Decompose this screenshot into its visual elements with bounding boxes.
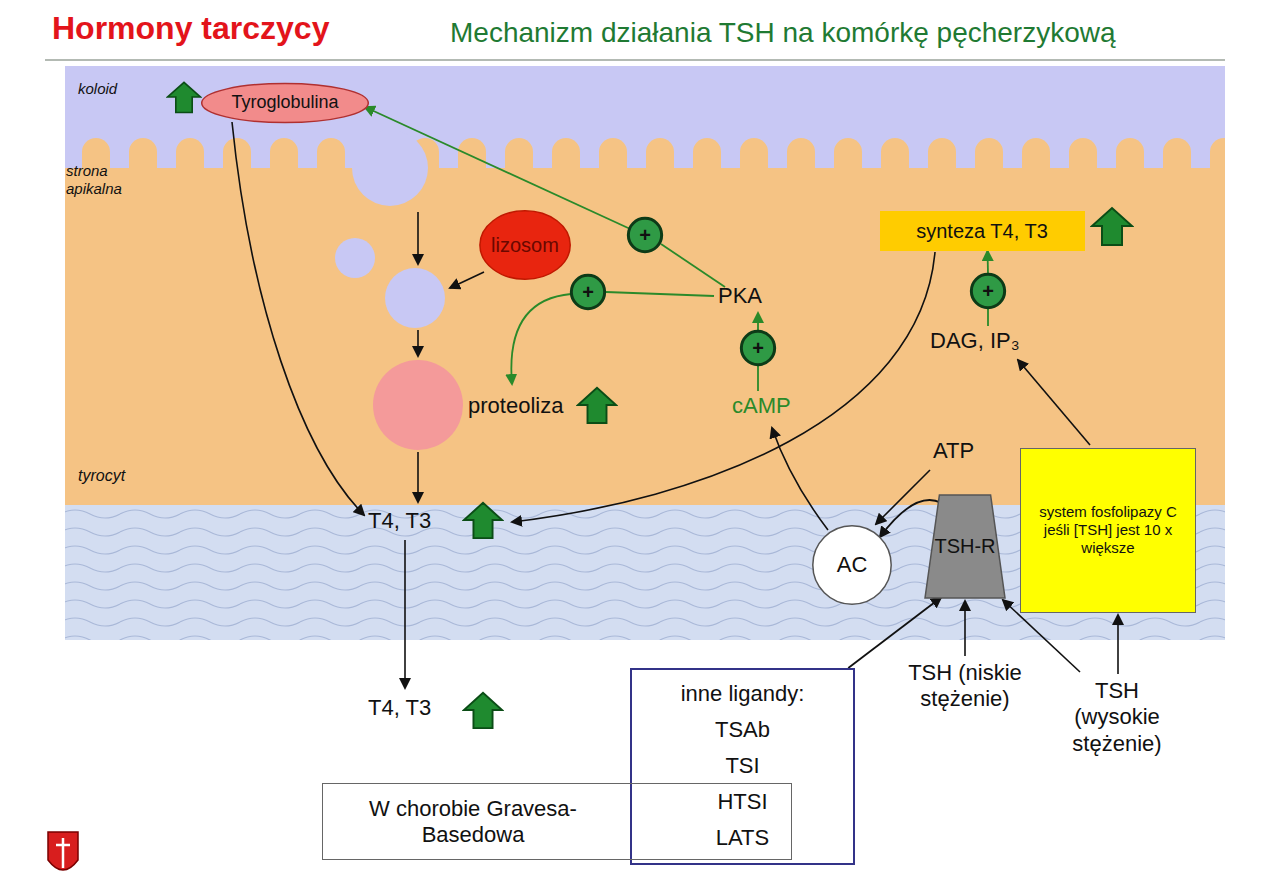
arrow bbox=[417, 330, 419, 356]
node-text: system fosfolipazy C jeśli [TSH] jest 10… bbox=[1028, 503, 1188, 557]
node-text: TSH-R bbox=[934, 534, 995, 558]
arrow bbox=[772, 428, 828, 530]
increase-arrow bbox=[578, 388, 616, 423]
pathway-line bbox=[606, 292, 714, 296]
arrow bbox=[232, 122, 364, 515]
colloid bbox=[65, 66, 1225, 176]
molecule-label: cAMP bbox=[732, 393, 791, 419]
arrow bbox=[1018, 360, 1090, 445]
region-label: tyrocyt bbox=[78, 466, 125, 485]
subtitle: Mechanizm działania TSH na komórkę pęche… bbox=[450, 16, 1116, 50]
arrow bbox=[417, 452, 419, 502]
node-text: + bbox=[982, 279, 994, 303]
receptor-shape: TSH-R bbox=[925, 495, 1005, 598]
increase-arrow bbox=[1092, 208, 1132, 245]
hormone-label: T4, T3 bbox=[368, 508, 431, 534]
connector bbox=[987, 251, 989, 274]
molecule-label: ATP bbox=[933, 438, 974, 464]
node-text: AC bbox=[837, 552, 868, 578]
endocytic-vesicle bbox=[352, 130, 428, 206]
vesicle bbox=[335, 238, 375, 278]
node-text: synteza T4, T3 bbox=[916, 219, 1048, 243]
pathway-arrow bbox=[511, 294, 571, 384]
phagolysosome bbox=[373, 360, 463, 450]
logo bbox=[48, 832, 78, 870]
pathway-arrow bbox=[757, 313, 759, 331]
enzyme-circle: AC bbox=[812, 525, 892, 605]
node-text: inne ligandy: bbox=[681, 676, 805, 712]
stimulation-circle: + bbox=[971, 274, 1005, 308]
node-text: LATS bbox=[716, 820, 769, 856]
increase-arrow bbox=[464, 693, 502, 728]
hormone-label: T4, T3 bbox=[368, 695, 431, 721]
connector bbox=[880, 500, 941, 537]
ligand-box: inne ligandy:TSAbTSIHTSILATS bbox=[630, 668, 855, 865]
connector bbox=[365, 107, 629, 228]
title-rule bbox=[45, 59, 1225, 61]
protein-ellipse: Tyroglobulina bbox=[200, 83, 370, 123]
pathway-line bbox=[987, 309, 989, 326]
arrow bbox=[512, 252, 935, 522]
pathway-line bbox=[661, 244, 725, 287]
pathway-box: system fosfolipazy C jeśli [TSH] jest 10… bbox=[1020, 448, 1196, 613]
arrow bbox=[876, 470, 930, 524]
node-text: lizosom bbox=[491, 233, 559, 257]
node-text: TSAb bbox=[715, 712, 770, 748]
ligand-label: TSH (niskie stężenie) bbox=[905, 660, 1025, 713]
arrow bbox=[450, 272, 484, 288]
disease-box: W chorobie Gravesa-Basedowa bbox=[322, 783, 792, 860]
title: Hormony tarczycy bbox=[52, 10, 329, 47]
stimulation-circle: + bbox=[741, 331, 775, 365]
node-text: + bbox=[639, 223, 651, 247]
increase-arrow bbox=[464, 503, 502, 538]
ligand-label: TSH (wysokie stężenie) bbox=[1050, 678, 1184, 757]
molecule-label: PKA bbox=[718, 283, 762, 309]
node-text: + bbox=[752, 336, 764, 360]
connector bbox=[848, 598, 941, 669]
increase-arrow bbox=[168, 82, 201, 112]
vesicle bbox=[385, 268, 445, 328]
node-text: TSI bbox=[725, 748, 759, 784]
node-text: HTSI bbox=[717, 784, 767, 820]
arrow bbox=[964, 601, 966, 656]
arrow bbox=[404, 540, 406, 688]
region-label: strona apikalna bbox=[66, 162, 156, 198]
molecule-label: DAG, IP₃ bbox=[930, 328, 1020, 354]
pathway-line bbox=[757, 366, 759, 391]
arrow bbox=[1117, 615, 1119, 674]
arrow bbox=[417, 212, 419, 264]
node-text: Tyroglobulina bbox=[231, 92, 338, 114]
node-text: W chorobie Gravesa-Basedowa bbox=[323, 796, 623, 848]
process-box: synteza T4, T3 bbox=[880, 211, 1085, 251]
process-label: proteoliza bbox=[468, 393, 563, 419]
logo-shield bbox=[48, 832, 78, 870]
node-text: + bbox=[582, 280, 594, 304]
stimulation-circle: + bbox=[628, 218, 662, 252]
region-label: koloid bbox=[78, 80, 117, 98]
logo-mark bbox=[56, 838, 70, 868]
organelle-ellipse: lizosom bbox=[479, 210, 571, 280]
stimulation-circle: + bbox=[571, 275, 605, 309]
